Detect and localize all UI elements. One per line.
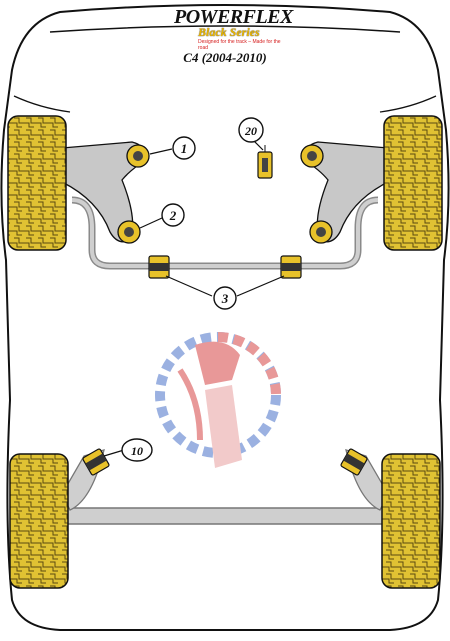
wing-left — [13, 95, 71, 113]
bush-wishbone-front-right — [300, 144, 324, 168]
bush-wishbone-front-left — [126, 144, 150, 168]
leader-10 — [103, 449, 125, 457]
svg-text:3: 3 — [221, 291, 229, 306]
callout-20: 20 — [238, 117, 264, 143]
bush-item-20 — [257, 145, 273, 179]
bush-arb-right — [280, 255, 302, 279]
brand-name: POWERFLEX — [174, 6, 293, 28]
callout-10: 10 — [121, 438, 153, 462]
leader-3a — [165, 275, 213, 297]
leader-3b — [236, 275, 285, 297]
brand-tagline: Designed for the track – Made for the ro… — [198, 39, 281, 51]
wing-right — [379, 95, 437, 113]
bush-wishbone-rear-left — [117, 220, 141, 244]
svg-text:10: 10 — [131, 444, 143, 458]
tyre-front-right — [383, 115, 443, 251]
callout-2: 2 — [161, 203, 185, 227]
tyre-front-left — [7, 115, 67, 251]
bush-wishbone-rear-right — [309, 220, 333, 244]
bush-rear-left — [82, 448, 110, 476]
brand-series: Black Series — [198, 25, 260, 39]
leader-1 — [149, 148, 173, 155]
callout-3: 3 — [213, 286, 237, 310]
bush-arb-left — [148, 255, 170, 279]
tyre-rear-right — [381, 453, 441, 589]
bush-rear-right — [340, 448, 368, 476]
powerflex-logo: POWERFLEX Black Series Designed for the … — [168, 4, 293, 51]
tyre-rear-left — [9, 453, 69, 589]
svg-text:2: 2 — [169, 208, 177, 223]
svg-text:1: 1 — [181, 141, 188, 156]
bonnet-line — [49, 25, 401, 33]
callout-1: 1 — [172, 136, 196, 160]
leader-2 — [139, 217, 163, 229]
svg-text:20: 20 — [244, 124, 257, 138]
rear-axle-beam — [65, 507, 385, 525]
car-body-outline — [0, 4, 450, 631]
watermark-logo — [155, 332, 281, 468]
model-title: C4 (2004-2010) — [183, 50, 267, 65]
